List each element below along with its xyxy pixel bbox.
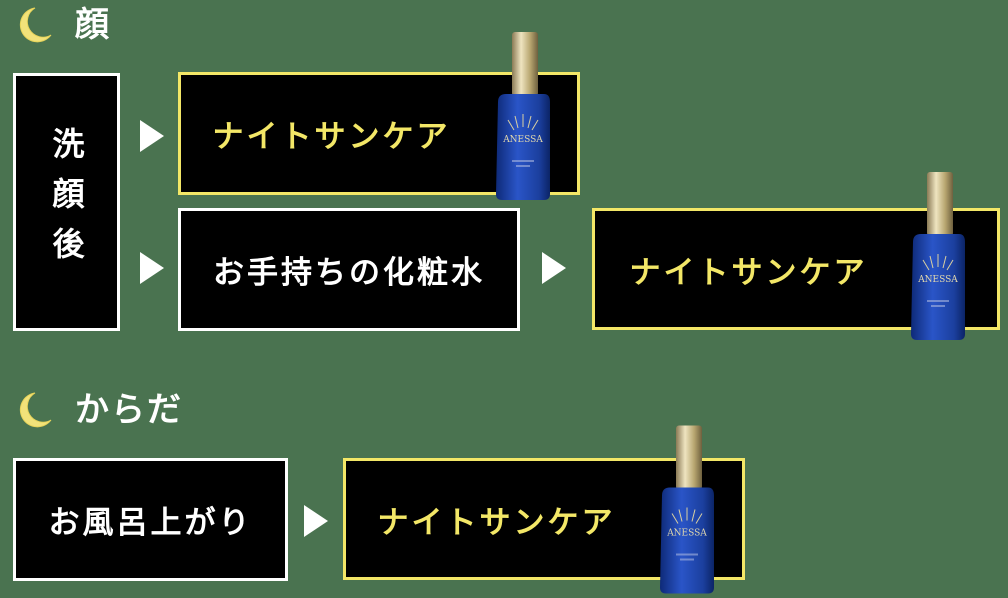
step-label: ナイトサンケア bbox=[377, 504, 616, 541]
section-title: からだ bbox=[75, 390, 183, 430]
anessa-bottle-image: ANESSA bbox=[911, 172, 965, 340]
arrow-right-icon bbox=[140, 120, 164, 152]
moon-icon bbox=[19, 7, 52, 43]
arrow-right-icon bbox=[542, 252, 566, 284]
anessa-bottle-image: ANESSA bbox=[660, 425, 714, 594]
arrow-right-icon bbox=[304, 505, 328, 537]
bottle-brand: ANESSA bbox=[666, 529, 707, 539]
step-own-lotion[interactable]: お手持ちの化粧水 bbox=[178, 208, 520, 331]
bottle-brand: ANESSA bbox=[502, 135, 543, 145]
step-after-bath[interactable]: お風呂上がり bbox=[13, 458, 288, 581]
section-title: 顔 bbox=[75, 5, 111, 45]
moon-icon bbox=[19, 392, 52, 428]
step-label: ナイトサンケア bbox=[629, 254, 868, 291]
arrow-right-icon bbox=[140, 252, 164, 284]
step-label: ナイトサンケア bbox=[212, 119, 451, 155]
section-face-header: 顔 bbox=[13, 5, 111, 45]
anessa-bottle-image: ANESSA bbox=[496, 32, 550, 200]
timing-label: 洗顔後 bbox=[47, 127, 86, 277]
step-label: お手持ちの化粧水 bbox=[213, 255, 485, 291]
section-body-header: からだ bbox=[13, 390, 183, 430]
timing-box-after-face-wash: 洗顔後 bbox=[13, 73, 120, 331]
bottle-brand: ANESSA bbox=[917, 275, 958, 285]
step-label: お風呂上がり bbox=[48, 505, 253, 541]
